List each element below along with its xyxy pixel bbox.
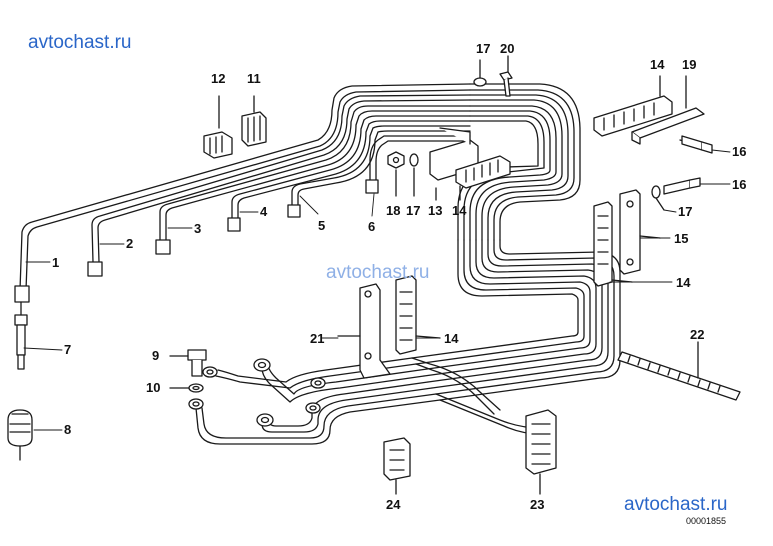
- part-20-bolt: [499, 55, 513, 97]
- part-8-grommet: [7, 409, 33, 461]
- part-9-bolt: [169, 349, 207, 377]
- drawing-code: 00001855: [686, 516, 727, 526]
- part-17-washer-b: [651, 185, 665, 211]
- leader-lines: [23, 149, 731, 431]
- line-bundle-lower: [195, 357, 541, 445]
- injection-line-1: [19, 83, 471, 291]
- callout-4: 4: [260, 204, 268, 219]
- callout-16-lower: 16: [732, 177, 747, 192]
- line-end-fittings: [14, 179, 379, 303]
- callout-7: 7: [64, 342, 72, 357]
- part-11-clip: [241, 95, 267, 147]
- watermark-center[interactable]: avtochast.ru: [326, 262, 430, 283]
- callout-17-middle: 17: [406, 203, 421, 218]
- line-bundle-upper: [457, 83, 581, 241]
- callout-8: 8: [64, 422, 72, 437]
- injection-line-4: [231, 115, 471, 219]
- callout-9: 9: [152, 348, 160, 363]
- injection-line-6: [369, 135, 471, 181]
- callout-18: 18: [386, 203, 401, 218]
- callout-10: 10: [146, 380, 161, 395]
- callout-11: 11: [247, 71, 261, 86]
- callout-2: 2: [126, 236, 134, 251]
- part-12-clip: [203, 95, 233, 159]
- callout-14-right: 14: [676, 275, 691, 290]
- callout-3: 3: [194, 221, 202, 236]
- part-19-bracket: [631, 75, 705, 145]
- watermark-top-left[interactable]: avtochast.ru: [28, 32, 132, 53]
- callout-6: 6: [368, 219, 376, 234]
- part-21-bracket: [337, 283, 391, 379]
- callout-14-center: 14: [444, 331, 459, 346]
- injection-line-5: [291, 125, 471, 206]
- callout-17-top: 17: [476, 41, 491, 56]
- part-24-clip: [383, 437, 411, 495]
- part-14-clamp-upper: [455, 155, 511, 201]
- line-bundle-right-loop: [411, 239, 621, 401]
- part-7-fitting: [14, 301, 28, 370]
- part-14-clamp-center: [395, 275, 441, 355]
- part-15-plate: [619, 189, 661, 275]
- part-18-nut: [387, 151, 405, 197]
- callout-24: 24: [386, 497, 401, 512]
- injection-line-3: [159, 105, 471, 241]
- callout-1: 1: [52, 255, 60, 270]
- callout-12: 12: [211, 71, 226, 86]
- part-13-holder: [429, 127, 479, 201]
- injection-line-2: [91, 94, 471, 263]
- part-17-washer-c: [473, 59, 487, 87]
- banjo-fittings: [188, 358, 326, 427]
- part-10-washer: [169, 383, 204, 393]
- callout-13: 13: [428, 203, 443, 218]
- part-16-bolt-upper: [679, 135, 713, 154]
- callout-21: 21: [310, 331, 325, 346]
- callout-15: 15: [674, 231, 689, 246]
- part-22-strip: [617, 341, 741, 401]
- callout-17-right: 17: [678, 204, 693, 219]
- part-17-washer-a: [409, 153, 419, 197]
- callout-19: 19: [682, 57, 697, 72]
- callout-14-top-right: 14: [650, 57, 665, 72]
- part-16-bolt-lower: [663, 177, 701, 195]
- part-14-clamp-top-right: [593, 75, 673, 137]
- callout-23: 23: [530, 497, 545, 512]
- callout-20: 20: [500, 41, 515, 56]
- callout-16-upper: 16: [732, 144, 747, 159]
- part-23-clip: [525, 409, 557, 495]
- callout-14-upper: 14: [452, 203, 467, 218]
- watermark-bottom-right[interactable]: avtochast.ru: [624, 494, 728, 515]
- callout-22: 22: [690, 327, 705, 342]
- callout-5: 5: [318, 218, 326, 233]
